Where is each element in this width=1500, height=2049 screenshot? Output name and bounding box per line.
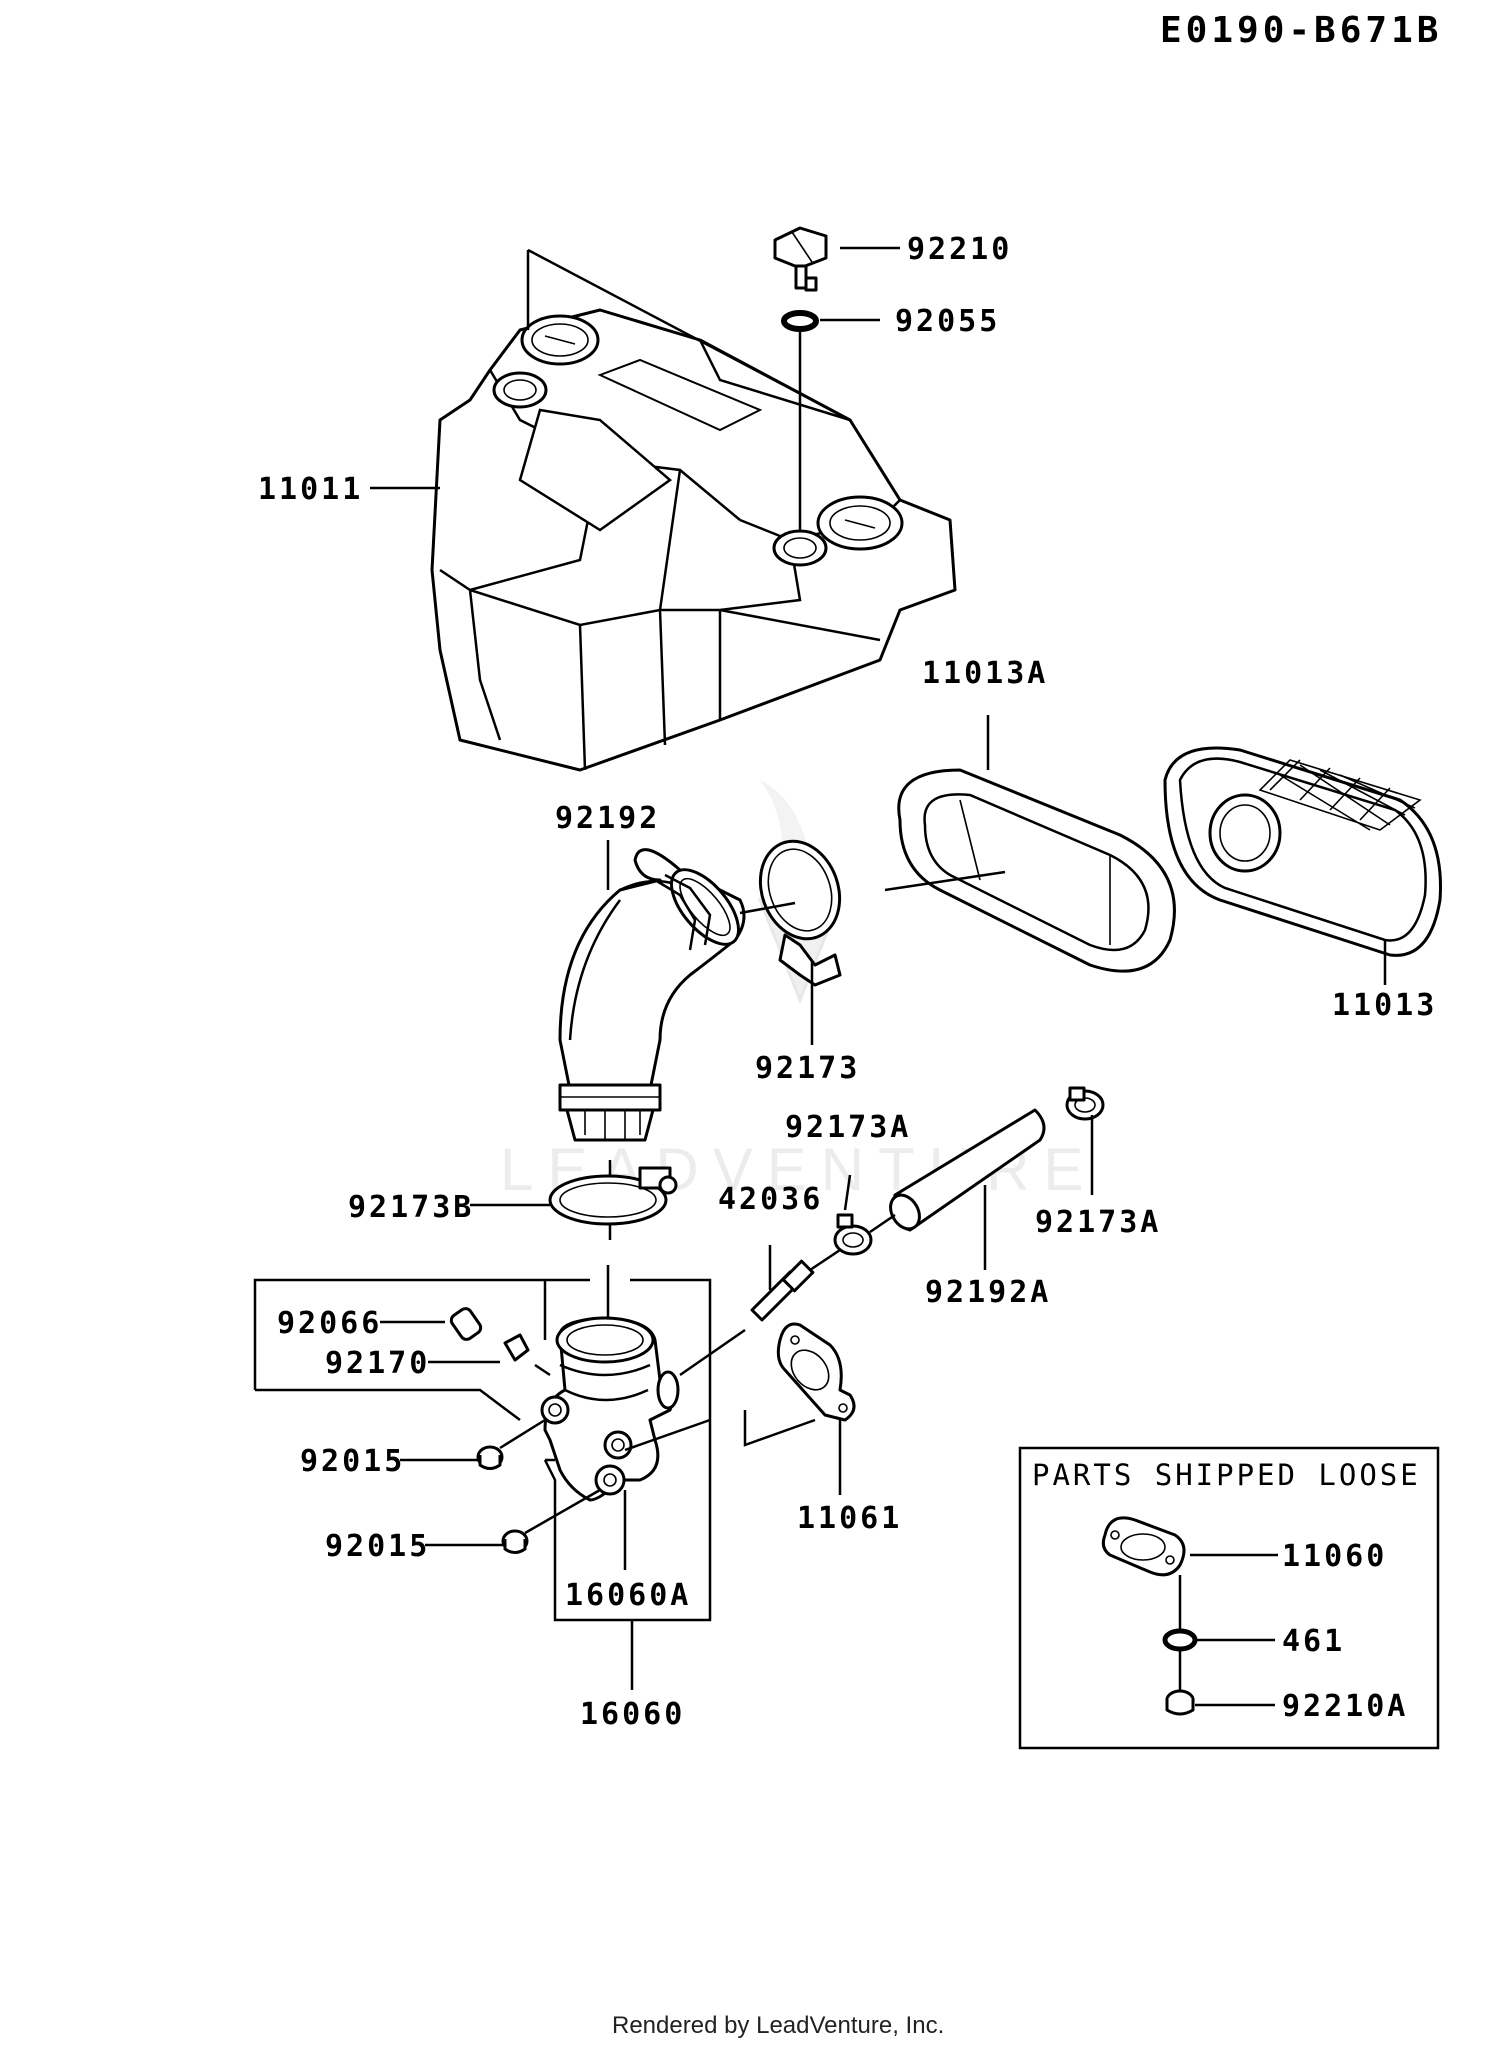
clamp-92173A-right (1065, 1086, 1105, 1121)
nut-92015-lower (501, 1529, 529, 1554)
label-16060A: 16060A (565, 1578, 691, 1613)
leader-11061-b (743, 1410, 816, 1447)
bracket-top-right (630, 1278, 712, 1570)
part-labels: 92210 92055 11011 11013A 92192 11013 921… (258, 232, 1437, 1732)
parts-shipped-loose-box: PARTS SHIPPED LOOSE (1018, 1446, 1440, 1750)
air-filter-11013 (1163, 746, 1442, 957)
label-42036: 42036 (718, 1182, 823, 1217)
label-92015-lower: 92015 (325, 1529, 430, 1564)
label-92170: 92170 (325, 1346, 430, 1381)
washer-92055 (781, 310, 819, 332)
clamp-92173B (548, 1166, 678, 1226)
clamp-92173A-left (833, 1213, 873, 1256)
diagram-code: E0190-B671B (1160, 10, 1442, 51)
label-92055: 92055 (895, 304, 1000, 339)
leader-pipe-gasket (624, 1418, 711, 1452)
label-92173B: 92173B (348, 1190, 474, 1225)
leader-11013A-b (884, 870, 1006, 892)
label-92192: 92192 (555, 801, 660, 836)
leader-cover-diag (527, 248, 851, 422)
leader-92170-b (534, 1363, 551, 1377)
bracket-top-left (253, 1278, 590, 1390)
footer-credit: Rendered by LeadVenture, Inc. (612, 2012, 944, 2039)
label-11013A: 11013A (922, 656, 1048, 691)
label-92173: 92173 (755, 1051, 860, 1086)
label-16060: 16060 (580, 1697, 685, 1732)
plug-92066 (449, 1307, 483, 1341)
leader-92173A-top (843, 1174, 852, 1211)
label-11060: 11060 (1282, 1539, 1387, 1574)
leader-hose-line (869, 1213, 896, 1234)
nut-92015-upper (476, 1445, 504, 1470)
nipple-42036 (750, 1259, 815, 1322)
label-11061: 11061 (797, 1501, 902, 1536)
inlet-pipe-16060A (540, 1316, 680, 1502)
leader-92015-lower-b (524, 1488, 601, 1535)
label-92066: 92066 (277, 1306, 382, 1341)
label-461: 461 (1282, 1624, 1345, 1659)
leader-92015-upper-b (499, 1418, 546, 1450)
gasket-11061 (776, 1322, 856, 1422)
clip-92170 (503, 1333, 530, 1362)
label-92210: 92210 (907, 232, 1012, 267)
leader-92173-in (739, 901, 796, 915)
label-92173A-top: 92173A (785, 1110, 911, 1145)
label-92210A: 92210A (1282, 1689, 1408, 1724)
hose-92192A (889, 1108, 1046, 1232)
label-11013: 11013 (1332, 988, 1437, 1023)
leader-nipple-line2 (809, 1248, 841, 1272)
air-cleaner-cover (430, 308, 957, 772)
elbow-hose-92192 (558, 848, 746, 1142)
label-92015-upper: 92015 (300, 1444, 405, 1479)
label-92173A-right: 92173A (1035, 1205, 1161, 1240)
label-11011: 11011 (258, 472, 363, 507)
bracket-leader-92066 (255, 1388, 521, 1421)
label-92192A: 92192A (925, 1275, 1051, 1310)
bracket-16060 (543, 1459, 712, 1622)
parts-box-title: PARTS SHIPPED LOOSE (1032, 1458, 1421, 1492)
leader-nipple-line (679, 1328, 746, 1377)
clamp-92173 (758, 839, 842, 987)
pre-cleaner-11013A (897, 768, 1176, 973)
knob-92210 (773, 226, 828, 292)
